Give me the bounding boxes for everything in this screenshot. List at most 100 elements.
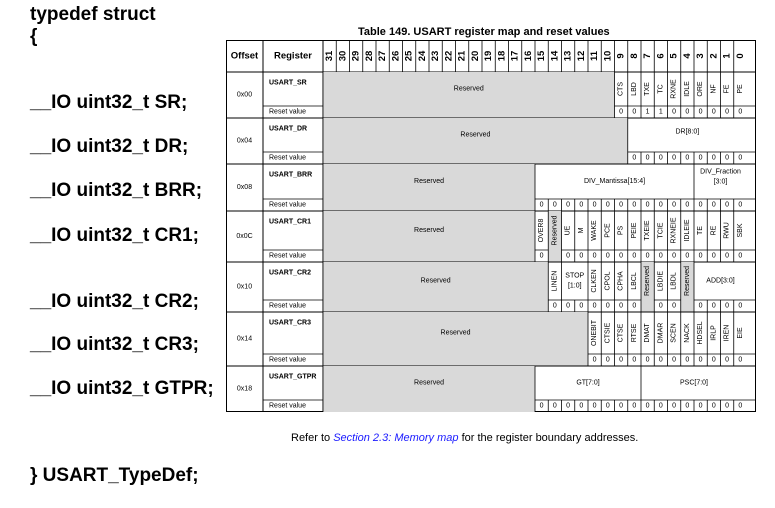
field-Reserved: Reserved [460, 132, 490, 139]
header-bit-20: 20 [470, 51, 481, 62]
header-bit-28: 28 [364, 51, 375, 62]
reset-bit-8: 0 [632, 155, 636, 162]
reserved-field-shade [323, 312, 588, 354]
field-NF: NF [710, 84, 717, 93]
header-bit-14: 14 [549, 50, 560, 61]
field-STOP-range: [1:0] [568, 283, 582, 290]
header-register: Register [274, 51, 312, 62]
field-OVER8: OVER8 [538, 219, 545, 243]
reset-bit-10: 0 [606, 303, 610, 310]
reset-bit-0: 0 [738, 109, 742, 116]
reset-bit-12: 0 [579, 253, 583, 260]
reset-bit-4: 0 [685, 109, 689, 116]
reserved-field-shade [323, 366, 535, 400]
reset-bit-0: 0 [738, 303, 742, 310]
reset-bit-1: 0 [725, 253, 729, 260]
field-RWU: RWU [724, 222, 731, 239]
reset-bit-1: 0 [725, 109, 729, 116]
reset-bit-14: 0 [553, 303, 557, 310]
field-M: M [578, 227, 585, 233]
reset-bit-7: 0 [646, 253, 650, 260]
header-bit-0: 0 [735, 53, 746, 58]
reset-bit-5: 0 [672, 202, 676, 209]
reset-value-label: Reset value [269, 403, 306, 410]
reset-bit-8: 0 [632, 403, 636, 410]
header-bit-2: 2 [708, 53, 719, 58]
header-bit-31: 31 [324, 50, 335, 61]
reset-value-label: Reset value [269, 202, 306, 209]
header-bit-23: 23 [430, 51, 441, 62]
reset-reserved-shade [323, 354, 588, 366]
member-dr: __IO uint32_t DR; [30, 136, 189, 157]
reserved-field-shade [323, 211, 535, 250]
header-bit-22: 22 [443, 51, 454, 62]
reset-value-label: Reset value [269, 357, 306, 364]
reset-bit-4: 0 [685, 155, 689, 162]
reset-bit-8: 0 [632, 253, 636, 260]
reset-bit-4: 0 [685, 202, 689, 209]
register-name-USART_CR2: USART_CR2 [269, 270, 311, 277]
member-brr: __IO uint32_t BRR; [30, 180, 203, 201]
field-FE: FE [724, 84, 731, 93]
field-DIV_Mantissa[15:4]: DIV_Mantissa[15:4] [584, 178, 645, 185]
footer-note: Refer to Section 2.3: Memory map for the… [291, 432, 638, 444]
reset-bit-0: 0 [738, 403, 742, 410]
reset-bit-13: 0 [566, 202, 570, 209]
field-IRLP: IRLP [710, 325, 717, 341]
reset-bit-4: 0 [685, 357, 689, 364]
reset-bit-3: 0 [699, 202, 703, 209]
header-bit-1: 1 [722, 53, 733, 59]
field-PSC[7:0]: PSC[7:0] [680, 380, 708, 387]
reset-bit-13: 0 [566, 403, 570, 410]
member-gtpr: __IO uint32_t GTPR; [30, 378, 214, 399]
field-IDLEIE: IDLEIE [684, 219, 691, 242]
reset-bit-8: 0 [632, 202, 636, 209]
section-link[interactable]: Section 2.3: Memory map [333, 432, 459, 444]
reset-bit-2: 0 [712, 253, 716, 260]
reset-bit-11: 0 [593, 357, 597, 364]
field-NACK: NACK [684, 323, 691, 343]
reset-bit-8: 0 [632, 357, 636, 364]
member-cr1: __IO uint32_t CR1; [30, 225, 199, 246]
reset-bit-12: 0 [579, 202, 583, 209]
reserved-field-shade [641, 262, 655, 300]
reset-reserved-shade [323, 250, 535, 262]
reset-bit-6: 0 [659, 357, 663, 364]
member-cr3: __IO uint32_t CR3; [30, 334, 199, 355]
reset-bit-15: 0 [540, 403, 544, 410]
field-DIV_Fraction: DIV_Fraction [700, 169, 741, 176]
field-RXNEIE: RXNEIE [671, 217, 678, 243]
field-DMAR: DMAR [657, 323, 664, 344]
field-RXNE: RXNE [671, 79, 678, 99]
field-IDLE: IDLE [684, 81, 691, 97]
header-bit-30: 30 [337, 51, 348, 62]
reset-bit-10: 0 [606, 253, 610, 260]
field-PEIE: PEIE [631, 222, 638, 238]
reset-bit-6: 0 [659, 303, 663, 310]
reset-reserved-shade [323, 152, 628, 164]
header-bit-8: 8 [629, 53, 640, 58]
reset-bit-3: 0 [699, 253, 703, 260]
reset-bit-2: 0 [712, 109, 716, 116]
register-name-USART_CR1: USART_CR1 [269, 219, 311, 226]
header-bit-18: 18 [496, 51, 507, 62]
reset-bit-0: 0 [738, 202, 742, 209]
reset-bit-12: 0 [579, 403, 583, 410]
header-offset: Offset [231, 51, 259, 62]
register-name-USART_DR: USART_DR [269, 126, 307, 133]
reset-bit-10: 0 [606, 202, 610, 209]
reset-bit-6: 0 [659, 155, 663, 162]
field-LBD: LBD [631, 82, 638, 96]
field-DMAT: DMAT [644, 323, 651, 343]
reset-bit-9: 0 [619, 202, 623, 209]
field-Reserved: Reserved [441, 330, 471, 337]
reset-bit-6: 0 [659, 253, 663, 260]
header-bit-26: 26 [390, 51, 401, 62]
reset-bit-3: 0 [699, 403, 703, 410]
field-Reserved: Reserved [414, 227, 444, 234]
field-EIE: EIE [737, 327, 744, 339]
reset-bit-9: 0 [619, 109, 623, 116]
open-brace: { [30, 26, 38, 47]
